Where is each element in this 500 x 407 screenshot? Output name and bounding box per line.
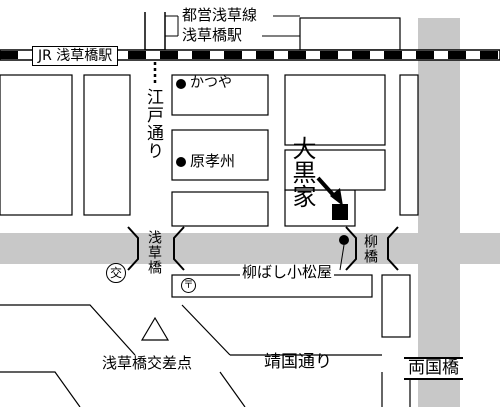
block-kakuya: [171, 74, 269, 116]
yanagibashi-bridge-left: [345, 226, 357, 271]
arrow-head-icon: [330, 188, 343, 206]
ryogokubashi-label: 両国橋: [404, 357, 463, 380]
river-band: [418, 18, 460, 407]
block-daikokuya: [284, 149, 386, 191]
circle-marker-icon: [339, 235, 349, 245]
yasukuni-road-band-east: [460, 233, 500, 264]
asakusabashi-bridge-left: [127, 226, 139, 271]
edo-dori-label: 江戸通り: [143, 88, 163, 160]
block-left-1: [0, 74, 73, 216]
asakusabashi-bridge-right: [173, 226, 185, 271]
toei-line-label: 都営浅草線: [182, 6, 258, 24]
block-top-right-a: [299, 17, 401, 51]
yanagibashi-bridge-right: [387, 226, 399, 271]
police-box-icon: 交: [106, 263, 126, 283]
yanagibashi-bridge-label: 柳橋: [362, 234, 378, 264]
harakoshu-label: 原孝州: [190, 152, 236, 170]
circle-marker-icon: [176, 79, 186, 89]
asakusabashi-station-label: 浅草橋駅: [182, 26, 243, 44]
block-mid-right: [284, 74, 386, 146]
intersection-line-left: [0, 304, 136, 356]
block-left-2: [83, 74, 131, 216]
jr-station-label: JR 浅草橋駅: [32, 46, 119, 66]
yasukuni-dori-label: 靖国通り: [264, 352, 332, 372]
post-office-icon: 〒: [181, 278, 196, 293]
block-south-right: [381, 274, 411, 338]
block-harakoshu: [171, 129, 269, 181]
yanagibashi-komatsuya-label: 柳ばし小松屋: [240, 263, 335, 281]
bottom-line-mid: [219, 371, 246, 407]
kakuya-label: かつや: [190, 75, 232, 91]
block-left-3: [171, 191, 269, 227]
square-marker-icon: [332, 204, 348, 220]
bottom-line-left: [0, 371, 81, 407]
intersection-line-mid: [181, 304, 231, 356]
daikokuya-label: 大黒家: [288, 136, 316, 208]
intersection-triangle: [140, 316, 170, 341]
asakusabashi-bridge-label: 浅草橋: [146, 230, 162, 275]
asakusabashi-intersection-label: 浅草橋交差点: [102, 354, 193, 372]
komatsuya-leader: [339, 244, 345, 271]
jr-railway-base: [0, 49, 500, 61]
circle-marker-icon: [176, 157, 186, 167]
block-right-edge: [399, 74, 419, 216]
